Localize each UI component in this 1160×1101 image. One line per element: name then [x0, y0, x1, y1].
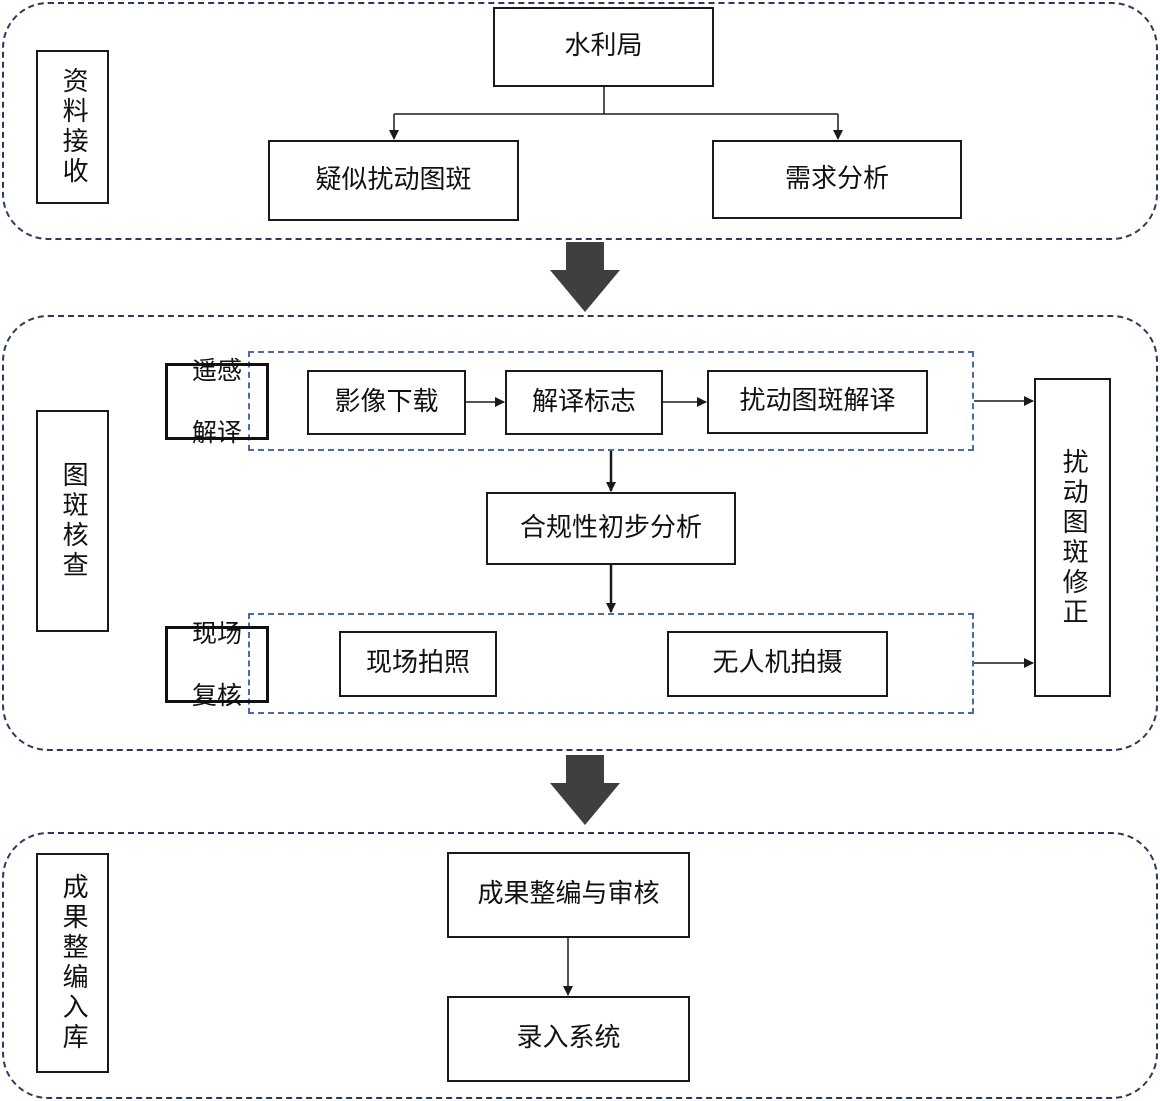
stage-label-verify-text: 图斑核查 — [58, 461, 89, 581]
group-tag-field-check-text: 现场 复核 — [192, 586, 242, 742]
stage-label-intake-text: 资料接收 — [58, 67, 89, 187]
node-site-photo: 现场拍照 — [339, 631, 497, 697]
big-arrow-stage2-to-stage3 — [550, 755, 620, 825]
node-interp-marks-text: 解译标志 — [531, 386, 636, 417]
node-image-download: 影像下载 — [307, 370, 466, 435]
group-remote-sensing — [248, 351, 974, 451]
node-uav-photo: 无人机拍摄 — [667, 631, 888, 697]
node-patch-fix: 扰动图斑修正 — [1034, 378, 1111, 697]
stage-label-intake: 资料接收 — [36, 50, 109, 204]
node-enter-system-text: 录入系统 — [516, 1023, 621, 1054]
node-suspected-patches: 疑似扰动图斑 — [268, 140, 519, 221]
node-water-bureau-text: 水利局 — [564, 31, 643, 62]
node-patch-fix-text: 扰动图斑修正 — [1058, 447, 1089, 628]
node-compliance: 合规性初步分析 — [486, 492, 736, 565]
stage-label-output-text: 成果整编入库 — [58, 873, 89, 1053]
stage-panel-output — [2, 832, 1158, 1099]
node-patch-interp-text: 扰动图斑解译 — [739, 386, 896, 417]
stage-panel-intake — [2, 2, 1158, 240]
node-patch-interp: 扰动图斑解译 — [707, 370, 928, 434]
group-tag-remote-sensing: 遥感 解译 — [165, 356, 269, 447]
node-suspected-patches-text: 疑似扰动图斑 — [315, 164, 472, 195]
stage-label-verify: 图斑核查 — [36, 410, 109, 632]
stage-label-output: 成果整编入库 — [36, 853, 109, 1073]
stage-panel-verify — [2, 315, 1158, 751]
node-image-download-text: 影像下载 — [334, 386, 439, 417]
node-compile-review: 成果整编与审核 — [447, 852, 690, 938]
node-enter-system: 录入系统 — [447, 996, 690, 1082]
group-tag-remote-sensing-line1: 遥感 — [191, 355, 242, 385]
node-site-photo-text: 现场拍照 — [365, 648, 470, 679]
group-tag-field-check-line1: 现场 — [191, 618, 242, 648]
node-uav-photo-text: 无人机拍摄 — [712, 648, 843, 679]
node-water-bureau: 水利局 — [493, 7, 714, 87]
group-tag-field-check: 现场 复核 — [165, 619, 269, 710]
group-tag-field-check-line2: 复核 — [191, 681, 242, 711]
group-tag-remote-sensing-line2: 解译 — [191, 418, 242, 448]
node-compliance-text: 合规性初步分析 — [519, 512, 702, 543]
group-field-check — [248, 613, 974, 714]
group-tag-remote-sensing-text: 遥感 解译 — [192, 323, 242, 479]
node-needs-analysis: 需求分析 — [712, 140, 962, 219]
node-interp-marks: 解译标志 — [505, 370, 663, 435]
node-compile-review-text: 成果整编与审核 — [477, 879, 660, 910]
big-arrow-stage1-to-stage2 — [550, 242, 620, 312]
node-needs-analysis-text: 需求分析 — [784, 163, 889, 194]
